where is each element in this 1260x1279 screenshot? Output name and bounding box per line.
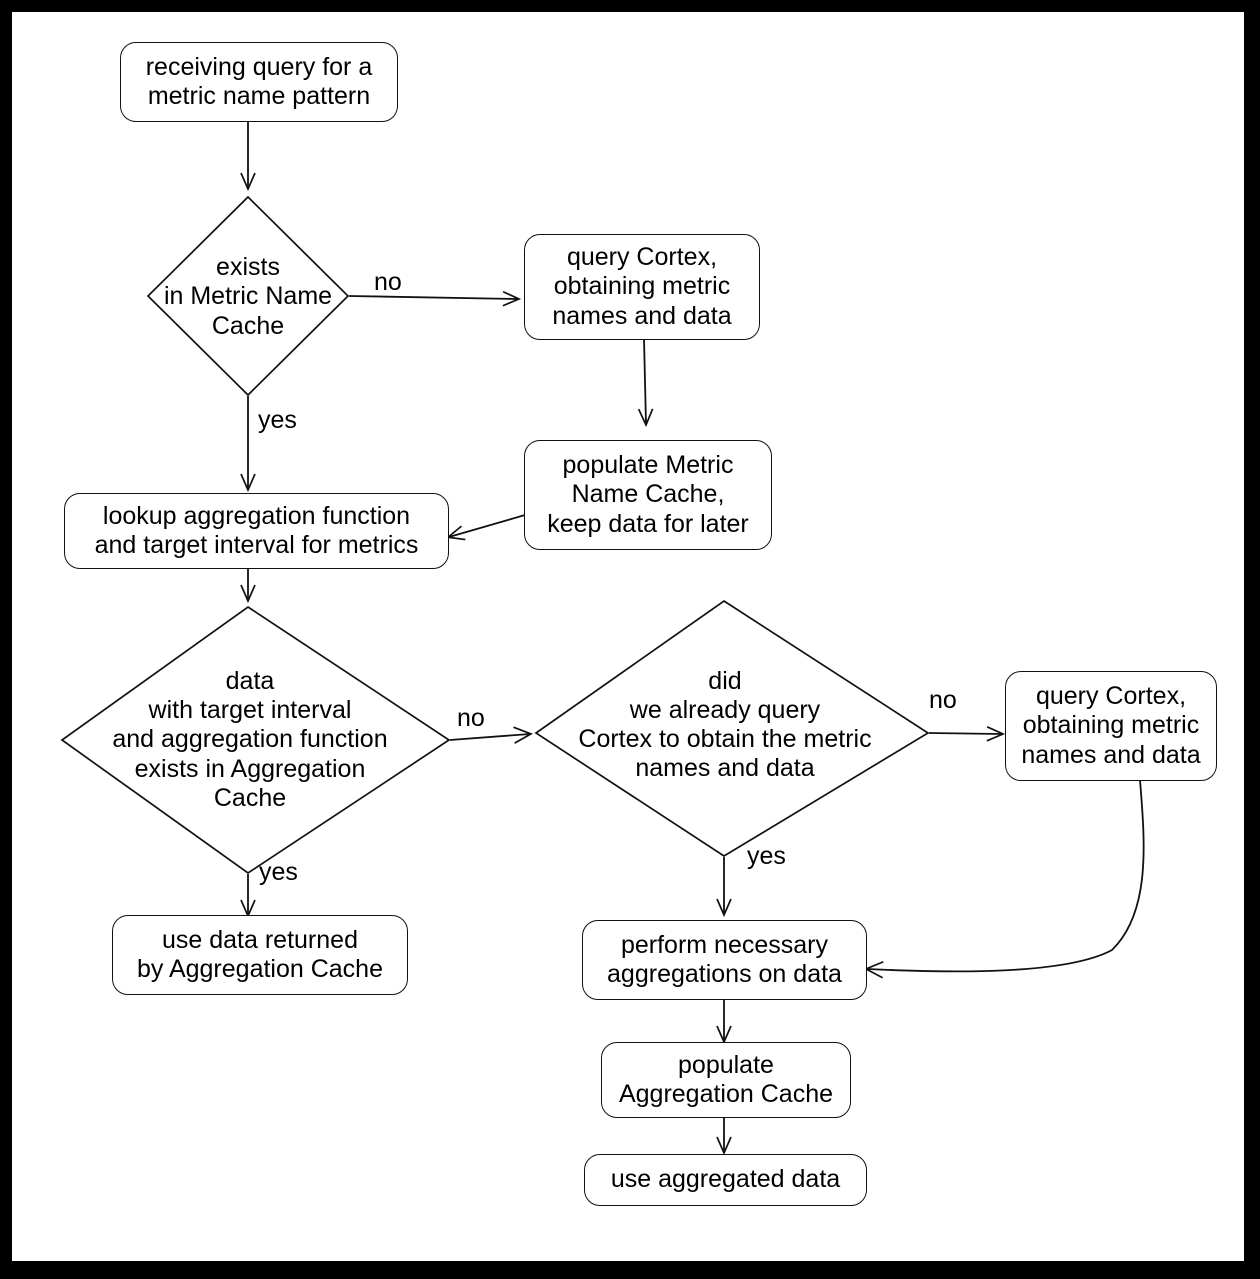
node-query-cortex-right[interactable]: query Cortex, obtaining metric names and…	[1005, 671, 1217, 781]
edge-populate-to-lookup	[446, 514, 526, 541]
node-query-cortex-top[interactable]: query Cortex, obtaining metric names and…	[524, 234, 760, 340]
edge-label-aggregation-cache-no: no	[457, 704, 485, 732]
edge-label-metric-cache-yes: yes	[258, 406, 297, 434]
node-perform-aggregations[interactable]: perform necessary aggregations on data	[582, 920, 867, 1000]
diamond-metric-name-cache	[146, 195, 350, 397]
node-use-aggregated-data[interactable]: use aggregated data	[584, 1154, 867, 1206]
node-populate-aggregation-cache[interactable]: populate Aggregation Cache	[601, 1042, 851, 1118]
diagram-frame: receiving query for a metric name patter…	[12, 12, 1244, 1261]
node-use-cached-data[interactable]: use data returned by Aggregation Cache	[112, 915, 408, 995]
edge-already-queried-no	[928, 726, 1006, 742]
node-populate-metric-name-cache[interactable]: populate Metric Name Cache, keep data fo…	[524, 440, 772, 550]
edge-query-cortex-to-populate	[637, 338, 654, 428]
flowchart-canvas: receiving query for a metric name patter…	[12, 12, 1244, 1261]
edge-aggregation-cache-no	[449, 726, 533, 744]
edges-layer	[60, 122, 1145, 1156]
edge-label-already-queried-no: no	[929, 686, 957, 714]
edge-metric-cache-no	[348, 290, 522, 307]
edge-label-aggregation-cache-yes: yes	[259, 858, 298, 886]
node-start[interactable]: receiving query for a metric name patter…	[120, 42, 398, 122]
diamond-aggregation-cache	[60, 605, 451, 875]
edge-query-cortex-right-to-aggregations	[864, 779, 1145, 979]
node-lookup-aggregation[interactable]: lookup aggregation function and target i…	[64, 493, 449, 569]
edge-label-already-queried-yes: yes	[747, 842, 786, 870]
diamond-already-queried	[534, 599, 930, 858]
edge-label-metric-cache-no: no	[374, 268, 402, 296]
